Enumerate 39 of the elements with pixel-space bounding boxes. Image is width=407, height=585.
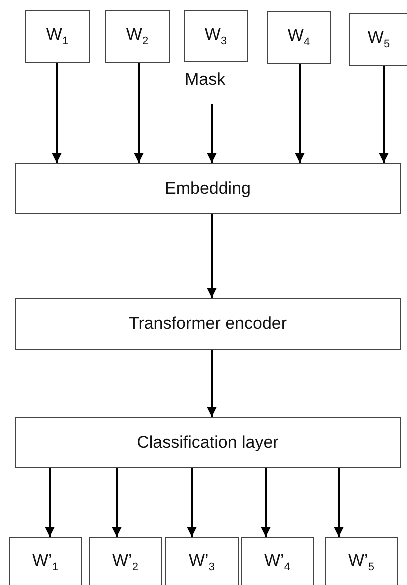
- node-label: W’$_{4}$: [264, 550, 290, 574]
- arrow: [379, 66, 389, 163]
- node-label: Embedding: [164, 178, 251, 198]
- process-box: [15, 298, 401, 350]
- node-label: Classification layer: [137, 432, 279, 452]
- process-box: [15, 163, 401, 214]
- process-box: [184, 10, 248, 62]
- process-box: [9, 537, 82, 585]
- node-label: W’$_{5}$: [348, 550, 374, 574]
- process-box: [267, 11, 331, 64]
- arrow: [112, 468, 122, 537]
- node-label: W$_{3}$: [204, 24, 228, 48]
- node-caption: Mask: [185, 70, 226, 90]
- arrow: [207, 104, 217, 163]
- process-box: [325, 537, 398, 585]
- node-label: W$_{2}$: [126, 25, 149, 48]
- process-box: [15, 417, 401, 468]
- node-label: W$_{1}$: [46, 25, 69, 48]
- process-box: [349, 13, 407, 66]
- process-box: [241, 537, 314, 585]
- arrow: [261, 468, 271, 537]
- arrow: [134, 63, 144, 163]
- process-box: [105, 10, 170, 63]
- arrow: [52, 63, 62, 163]
- node-label: W’$_{2}$: [112, 550, 138, 574]
- arrow: [295, 64, 305, 163]
- node-label: W$_{5}$: [368, 28, 390, 51]
- process-box: [165, 537, 239, 585]
- arrow: [334, 468, 344, 537]
- arrow: [207, 350, 217, 417]
- process-box: [25, 10, 90, 63]
- arrow: [45, 468, 55, 537]
- node-label: Transformer encoder: [128, 314, 288, 334]
- node-label: W’$_{3}$: [189, 550, 215, 574]
- process-box: [89, 537, 162, 585]
- node-label: W’$_{1}$: [32, 550, 58, 574]
- node-label: W$_{4}$: [288, 26, 310, 49]
- arrow: [207, 214, 217, 298]
- arrow: [187, 468, 197, 537]
